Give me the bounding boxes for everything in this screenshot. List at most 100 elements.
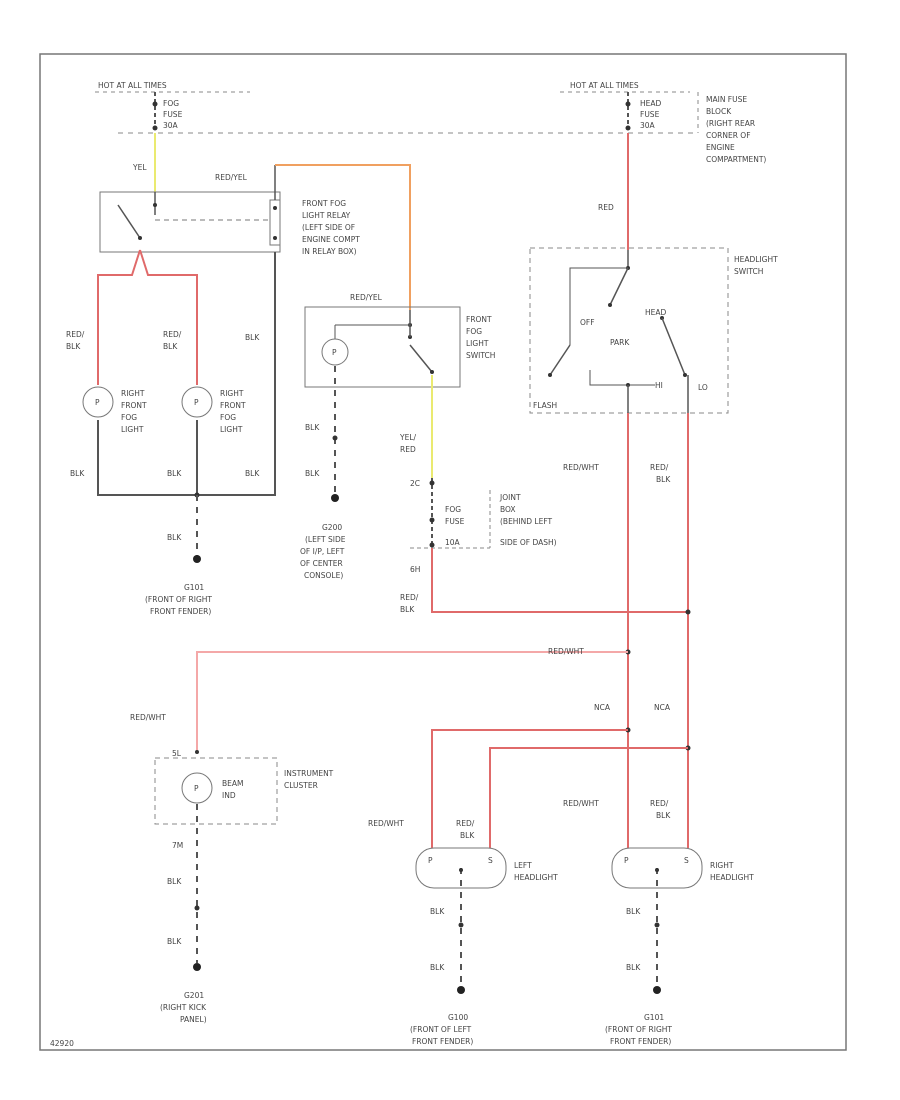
rh-redblk-2: BLK [656, 811, 671, 820]
relay-redyel-label: RED/YEL [215, 173, 248, 182]
hs-flash: FLASH [533, 401, 557, 410]
rh-s: S [684, 856, 689, 865]
cluster-redwht-left: RED/WHT [130, 713, 166, 722]
fog-ground-blk: BLK [167, 533, 182, 542]
fog-ground-desc-2: FRONT FENDER) [150, 607, 211, 616]
g201-desc-2: PANEL) [180, 1015, 207, 1024]
left-hot-label: HOT AT ALL TIMES [98, 81, 167, 90]
redblk-joint-2: BLK [400, 605, 415, 614]
joint-3: (BEHIND LEFT [500, 517, 553, 526]
main-fuse-line1: MAIN FUSE [706, 95, 747, 104]
g200-desc-4: CONSOLE) [304, 571, 343, 580]
rh-p: P [624, 856, 629, 865]
relay-yel-label: YEL [132, 163, 147, 172]
main-fuse-line6: COMPARTMENT) [706, 155, 766, 164]
lamp-p-glyph: P [95, 398, 100, 407]
fog-fuse-line1: FOG [163, 99, 179, 108]
rh-desc-2: HEADLIGHT [710, 873, 754, 882]
head-fuse-line3: 30A [640, 121, 656, 130]
switch-redyel-label: RED/YEL [350, 293, 383, 302]
head-fuse-line1: HEAD [640, 99, 662, 108]
g201-desc-1: (RIGHT KICK [160, 1003, 207, 1012]
fog-fuse2-1: FOG [445, 505, 461, 514]
fog1-line1: RIGHT [121, 389, 145, 398]
rh-redblk-1: RED/ [650, 799, 669, 808]
fog1-line3: FOG [121, 413, 137, 422]
lh-blk2: BLK [430, 963, 445, 972]
relay-desc-5: IN RELAY BOX) [302, 247, 357, 256]
g101b-desc-2: FRONT FENDER) [610, 1037, 671, 1046]
fog-switch-desc-1: FRONT [466, 315, 492, 324]
fog-switch-desc-4: SWITCH [466, 351, 495, 360]
right-hot-label: HOT AT ALL TIMES [570, 81, 639, 90]
hs-title-1: HEADLIGHT [734, 255, 778, 264]
g200-id: G200 [322, 523, 342, 532]
instrument-cluster: RED/WHT RED/WHT 5L P BEAM IND INSTRUMENT… [130, 609, 691, 1024]
headlight-switch: RED HEADLIGHT SWITCH OFF PARK HEAD HI LO… [529, 133, 778, 848]
front-fog-light-relay: YEL RED/YEL FRONT FOG LIGHT RELAY (LEFT … [99, 133, 411, 310]
main-fuse-line3: (RIGHT REAR [706, 119, 755, 128]
hs-title-2: SWITCH [734, 267, 763, 276]
beam-2: IND [222, 791, 236, 800]
power-distribution: HOT AT ALL TIMES HOT AT ALL TIMES FOG FU… [95, 81, 766, 164]
hs-off: OFF [580, 318, 595, 327]
hs-park: PARK [610, 338, 630, 347]
g101b-id: G101 [644, 1013, 664, 1022]
lh-s: S [488, 856, 493, 865]
lh-desc-2: HEADLIGHT [514, 873, 558, 882]
fog-lights-circuit: RED/ BLK RED/ BLK BLK P P RIGHT FRONT FO… [66, 249, 276, 616]
lh-desc-1: LEFT [514, 861, 532, 870]
diagram-frame [39, 53, 847, 1051]
fog-fuse-line3: 30A [163, 121, 179, 130]
head-fuse-line2: FUSE [640, 110, 660, 119]
cluster-pin-5l: 5L [172, 749, 182, 758]
fog-wire-blk: BLK [245, 333, 260, 342]
cluster-pin-7m: 7M [172, 841, 183, 850]
g101b-desc-1: (FRONT OF RIGHT [605, 1025, 672, 1034]
relay-desc-2: LIGHT RELAY [302, 211, 351, 220]
beam-indicator-icon [181, 772, 213, 804]
g200-desc-2: OF I/P, LEFT [300, 547, 345, 556]
ground-g200-icon [331, 494, 339, 502]
g201-id: G201 [184, 991, 204, 1000]
main-fuse-line4: CORNER OF [706, 131, 751, 140]
diagram-code: 42920 [50, 1039, 74, 1048]
rh-blk1: BLK [626, 907, 641, 916]
headlights-circuit: NCA NCA RED/WHT RED/ BLK RED/WHT RED/ BL… [368, 703, 754, 1046]
ground-g100-icon [457, 986, 465, 994]
lamp-p-glyph: P [332, 348, 337, 357]
g100-id: G100 [448, 1013, 468, 1022]
fog-switch-blk1: BLK [305, 423, 320, 432]
front-fog-light-switch: RED/YEL P FRONT FOG LIGHT SWITCH BLK BLK… [300, 293, 495, 580]
fog-ground-desc-1: (FRONT OF RIGHT [145, 595, 212, 604]
cluster-redwht-top: RED/WHT [548, 647, 584, 656]
joint-4: SIDE OF DASH) [500, 538, 557, 547]
rh-redwht: RED/WHT [563, 799, 599, 808]
main-fuse-line5: ENGINE [706, 143, 735, 152]
fog-switch-desc-2: FOG [466, 327, 482, 336]
g200-desc-3: OF CENTER [300, 559, 343, 568]
fog2-line3: FOG [220, 413, 236, 422]
redblk-joint-1: RED/ [400, 593, 419, 602]
joint-2: BOX [500, 505, 516, 514]
hs-redblk-1: RED/ [650, 463, 669, 472]
ground-g101b-icon [653, 986, 661, 994]
ground-g201-icon [193, 963, 201, 971]
g100-desc-1: (FRONT OF LEFT [410, 1025, 472, 1034]
ground-g101-icon [193, 555, 201, 563]
fog-fuse-joint-box: YEL/ RED 2C FOG FUSE 10A JOINT BOX (BEHI… [399, 375, 688, 614]
fog1-line2: FRONT [121, 401, 147, 410]
lh-p: P [428, 856, 433, 865]
fog-fuse2-3: 10A [445, 538, 461, 547]
fog-wire-left-1: RED/ [66, 330, 85, 339]
relay-desc-1: FRONT FOG [302, 199, 346, 208]
hs-red-label: RED [598, 203, 614, 212]
g100-desc-2: FRONT FENDER) [412, 1037, 473, 1046]
hs-hi: HI [655, 381, 663, 390]
fog1-line4: LIGHT [121, 425, 144, 434]
hs-head: HEAD [645, 308, 667, 317]
fog-switch-desc-3: LIGHT [466, 339, 489, 348]
lh-redblk-1: RED/ [456, 819, 475, 828]
relay-desc-4: ENGINE COMPT [302, 235, 360, 244]
